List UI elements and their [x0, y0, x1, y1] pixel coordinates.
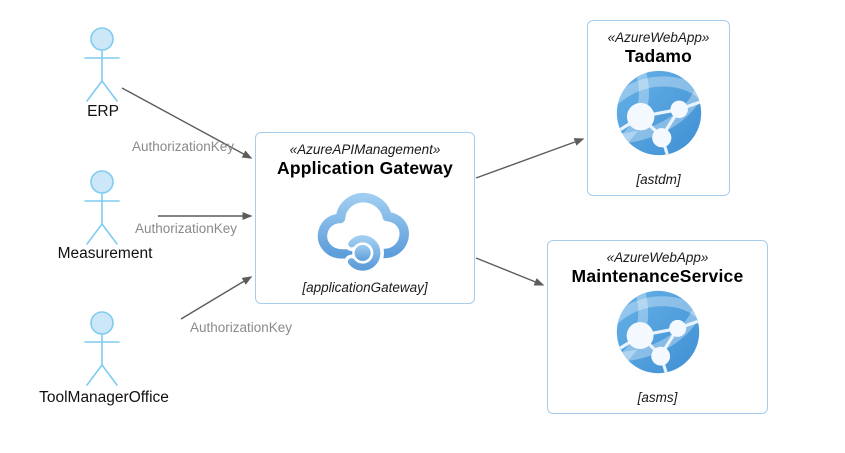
- node-tag: [astdm]: [636, 172, 681, 187]
- edge-gateway-to-maintenanceservice: [475, 257, 545, 286]
- node-title: Application Gateway: [277, 158, 453, 178]
- node-tadamo: «AzureWebApp» Tadamo: [587, 20, 730, 196]
- node-title: Tadamo: [625, 46, 692, 66]
- node-title: MaintenanceService: [571, 266, 744, 286]
- edge-toolmanageroffice-to-gateway: [180, 276, 253, 320]
- node-tag: [applicationGateway]: [302, 280, 428, 295]
- edge-label-erp: AuthorizationKey: [132, 139, 235, 154]
- actor-toolmanageroffice-label: ToolManagerOffice: [39, 389, 169, 406]
- actor-measurement-label: Measurement: [57, 245, 153, 262]
- edge-erp-to-gateway: [121, 87, 253, 159]
- edge-label-measurement: AuthorizationKey: [135, 221, 238, 236]
- azure-api-management-cloud-icon: [313, 181, 417, 275]
- node-stereotype: «AzureAPIManagement»: [289, 142, 441, 157]
- actor-toolmanageroffice-figure: [84, 311, 120, 386]
- actor-measurement-figure: [84, 170, 120, 245]
- azure-web-app-globe-icon: [615, 289, 701, 375]
- azure-web-app-globe-icon: [615, 69, 703, 157]
- node-maintenanceservice: «AzureWebApp» MaintenanceService: [547, 240, 768, 414]
- node-application-gateway: «AzureAPIManagement» Application Gateway…: [255, 132, 475, 304]
- actor-erp-label: ERP: [87, 103, 119, 120]
- node-stereotype: «AzureWebApp»: [606, 250, 709, 265]
- actor-erp-figure: [84, 27, 120, 102]
- edge-label-toolmanageroffice: AuthorizationKey: [190, 320, 293, 335]
- edge-gateway-to-tadamo: [475, 138, 585, 179]
- node-stereotype: «AzureWebApp»: [607, 30, 710, 45]
- node-tag: [asms]: [637, 390, 678, 405]
